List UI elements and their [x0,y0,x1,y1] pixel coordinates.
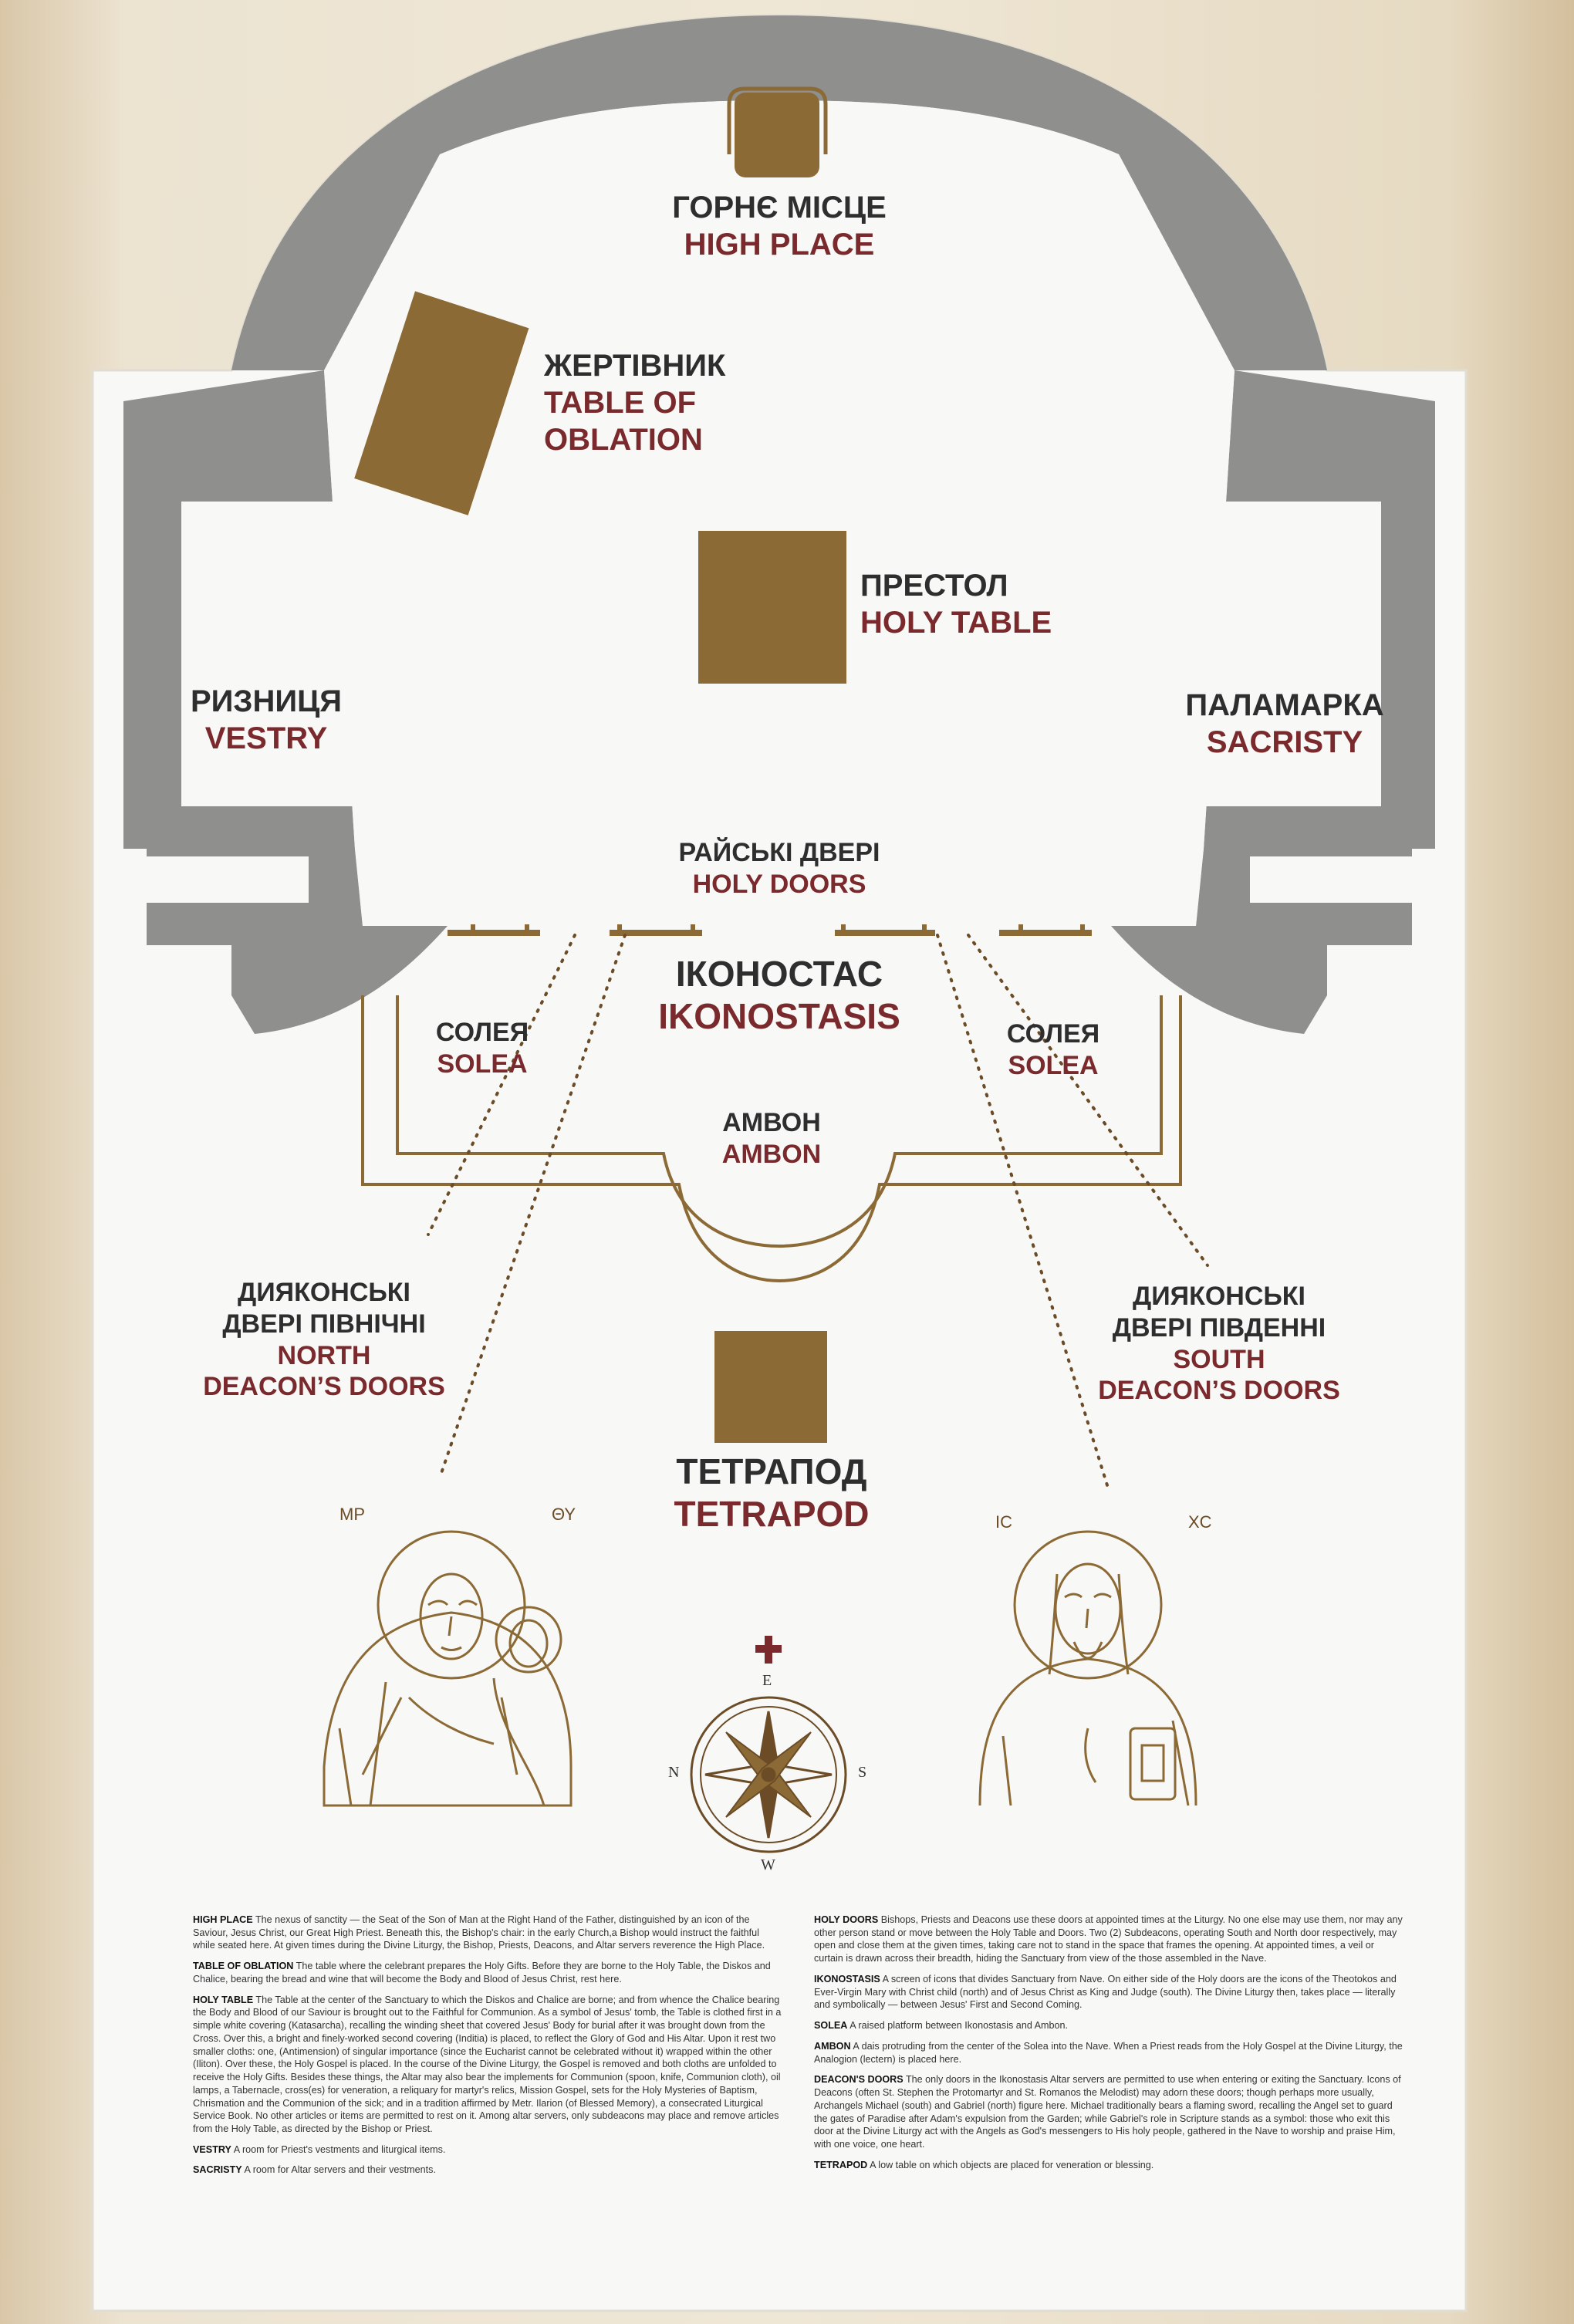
solea-outline [361,995,1182,1283]
holy-table-uk: ПРЕСТОЛ [860,569,1008,603]
note-deacons-doors: DEACON'S DOORS The only doors in the Iko… [814,2074,1401,2150]
ikonostasis-en: IKONOSTASIS [658,996,900,1037]
high-place-throne-icon [727,86,828,177]
theotokos-icon [323,1530,573,1807]
glossary-column-right: HOLY DOORS Bishops, Priests and Deacons … [814,1914,1404,2299]
theotokos-monogram-right: ΘΥ [552,1505,576,1524]
label-south-deacon-doors: ДИЯКОНСЬКІ ДВЕРІ ПІВДЕННІ SOUTH DEACON’S… [1088,1281,1350,1407]
compass-e: E [762,1672,772,1689]
sacristy-room [1204,502,1381,806]
note-table-of-oblation: TABLE OF OBLATION The table where the ce… [193,1961,771,1985]
north-doors-uk-2: ДВЕРІ ПІВНІЧНІ [222,1309,426,1339]
label-north-deacon-doors: ДИЯКОНСЬКІ ДВЕРІ ПІВНІЧНІ NORTH DEACON’S… [193,1277,455,1403]
ikonostasis-uk: ІКОНОСТАС [675,954,883,994]
label-sacristy: ПАЛАМАРКА SACRISTY [1169,687,1400,761]
label-solea-left: СОЛЕЯ SOLEA [409,1017,556,1080]
oblation-en-1: TABLE OF [544,386,697,420]
north-doors-en-2: DEACON’S DOORS [203,1372,445,1402]
label-table-of-oblation: ЖЕРТІВНИК TABLE OF OBLATION [544,347,775,458]
ambon-en: AMBON [721,1139,822,1169]
south-doors-en-1: SOUTH [1173,1344,1265,1374]
solea-right-en: SOLEA [1008,1050,1099,1080]
high-place-uk: ГОРНЄ МІСЦЕ [672,191,887,225]
high-place-en: HIGH PLACE [684,228,875,262]
note-tetrapod: TETRAPOD A low table on which objects ar… [814,2159,1154,2170]
sacristy-uk: ПАЛАМАРКА [1185,688,1384,722]
christ-monogram-left: IC [995,1512,1012,1532]
apse-wall [231,15,1327,370]
vestry-room [181,502,359,806]
tetrapod-icon [714,1331,827,1443]
holy-doors-uk: РАЙСЬКІ ДВЕРІ [678,838,880,867]
glossary-notes: HIGH PLACE The nexus of sanctity — the S… [193,1914,1404,2299]
theotokos-monogram-left: МР [339,1505,365,1524]
label-tetrapod: ТЕТРАПОД TETRAPOD [617,1451,926,1535]
vestry-niche [147,856,309,903]
compass-w: W [761,1856,775,1873]
note-ambon: AMBON A dais protruding from the center … [814,2040,1403,2065]
solea-left-en: SOLEA [437,1049,528,1079]
label-holy-doors: РАЙСЬКІ ДВЕРІ HOLY DOORS [633,837,926,900]
holy-table-icon [698,531,846,684]
oblation-uk: ЖЕРТІВНИК [544,349,726,383]
label-holy-table: ПРЕСТОЛ HOLY TABLE [860,567,1092,641]
holy-doors-en: HOLY DOORS [692,869,866,899]
note-ikonostasis: IKONOSTASIS A screen of icons that divid… [814,1973,1397,2011]
north-doors-en-1: NORTH [277,1340,371,1370]
compass-s: S [858,1764,867,1781]
solea-right-uk: СОЛЕЯ [1006,1019,1100,1049]
oblation-en-2: OBLATION [544,423,703,457]
label-high-place: ГОРНЄ МІСЦЕ HIGH PLACE [594,189,964,263]
south-doors-en-2: DEACON’S DOORS [1098,1376,1340,1406]
ambon-uk: АМВОН [722,1108,821,1137]
south-doors-uk-2: ДВЕРІ ПІВДЕННІ [1112,1312,1326,1343]
solea-left-uk: СОЛЕЯ [435,1018,529,1047]
tetrapod-uk: ТЕТРАПОД [676,1451,867,1491]
ikonostasis-screen [448,924,1092,936]
south-doors-uk-1: ДИЯКОНСЬКІ [1132,1282,1306,1311]
label-solea-right: СОЛЕЯ SOLEA [980,1018,1126,1082]
cross-icon [755,1636,782,1664]
sanctuary-floor [324,100,1235,926]
label-ambon: АМВОН AMBON [679,1107,864,1170]
note-holy-table: HOLY TABLE The Table at the center of th… [193,1994,782,2135]
sacristy-en: SACRISTY [1206,725,1363,759]
sacristy-niche [1250,856,1412,903]
table-of-oblation-icon [354,291,529,515]
compass-n: N [668,1764,680,1781]
compass-rose [690,1696,847,1853]
note-vestry: VESTRY A room for Priest's vestments and… [193,2143,446,2155]
holy-table-en: HOLY TABLE [860,606,1052,640]
note-sacristy: SACRISTY A room for Altar servers and th… [193,2164,436,2176]
label-vestry: РИЗНИЦЯ VESTRY [170,683,363,757]
note-holy-doors: HOLY DOORS Bishops, Priests and Deacons … [814,1914,1403,1964]
vestry-uk: РИЗНИЦЯ [190,684,343,718]
christ-icon [978,1530,1197,1806]
note-solea: SOLEA A raised platform between Ikonosta… [814,2020,1069,2032]
leader-lines [427,934,1209,1487]
glossary-column-left: HIGH PLACE The nexus of sanctity — the S… [193,1914,783,2299]
north-doors-uk-1: ДИЯКОНСЬКІ [237,1278,411,1307]
label-ikonostasis: ІКОНОСТАС IKONOSTASIS [602,953,957,1038]
tetrapod-en: TETRAPOD [674,1494,870,1535]
christ-monogram-right: XC [1188,1512,1212,1532]
vestry-en: VESTRY [204,721,328,755]
note-high-place: HIGH PLACE The nexus of sanctity — the S… [193,1914,765,1951]
